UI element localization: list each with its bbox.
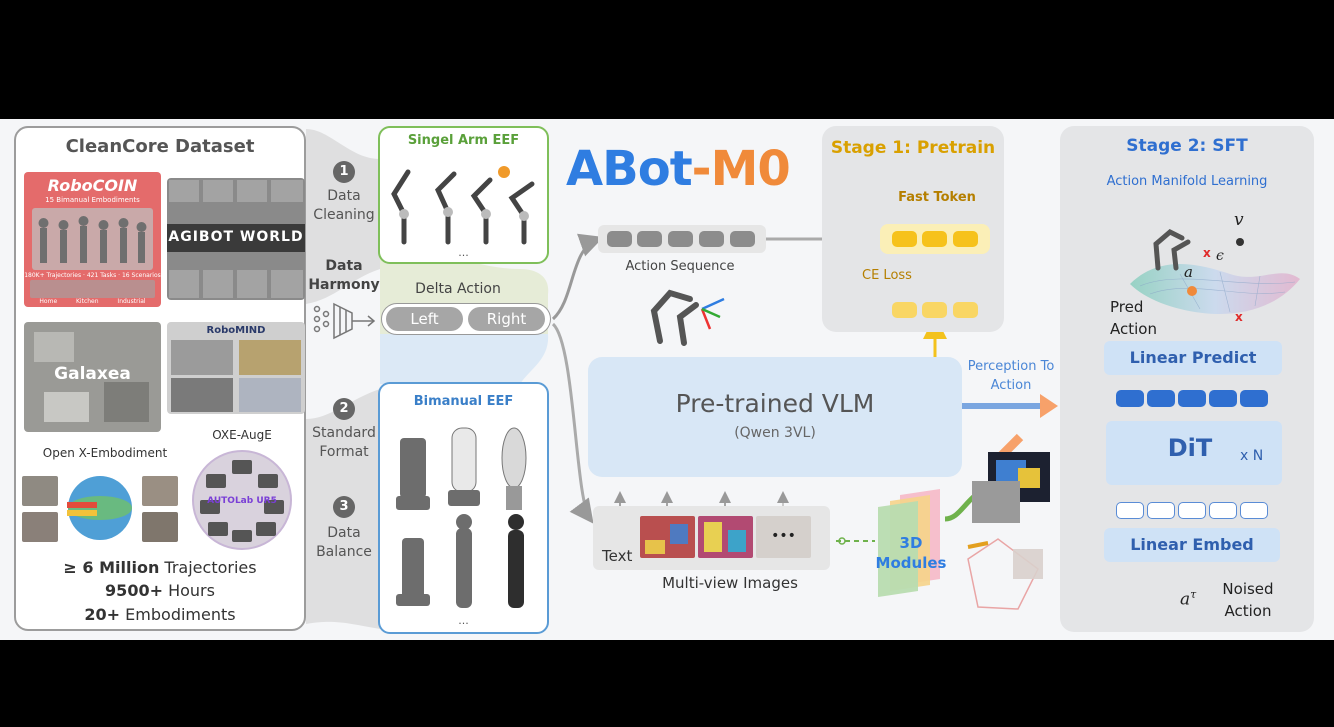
output-token xyxy=(1209,390,1237,407)
x-mark-lower: x xyxy=(1235,310,1243,324)
action-token xyxy=(607,231,632,247)
fast-token xyxy=(892,231,917,247)
pred-action-point xyxy=(1187,286,1197,296)
stage2-subtitle: Action Manifold Learning xyxy=(1060,174,1314,189)
action-token xyxy=(637,231,662,247)
stage2-panel: Stage 2: SFT Action Manifold Learning v … xyxy=(1060,126,1314,632)
action-symbol: a xyxy=(1184,263,1193,281)
noised-action-tau: τ xyxy=(1190,588,1196,601)
linear-predict-label: Linear Predict xyxy=(1104,348,1282,367)
ce-loss-label: CE Loss xyxy=(862,268,912,283)
diagram-canvas: CleanCore Dataset RoboCOIN 15 Bimanual E… xyxy=(0,119,1334,640)
view-image-1 xyxy=(640,516,695,558)
3d-modules-label: 3D Modules xyxy=(874,533,948,573)
predicted-token xyxy=(922,302,947,318)
output-token xyxy=(1240,390,1268,407)
input-token xyxy=(1240,502,1268,519)
gripper-3d-image xyxy=(958,529,1058,619)
view-image-1-scene xyxy=(640,516,695,558)
noised-action-label: Noised Action xyxy=(1210,578,1286,622)
view-image-2-scene xyxy=(698,516,753,558)
output-token xyxy=(1147,390,1175,407)
stage1-title: Stage 1: Pretrain xyxy=(822,138,1004,158)
vlm-title: Pre-trained VLM xyxy=(588,389,962,418)
pointcloud-view-image xyxy=(972,481,1020,523)
multi-view-images-label: Multi-view Images xyxy=(630,574,830,592)
action-token xyxy=(699,231,724,247)
linear-embed-label: Linear Embed xyxy=(1104,535,1280,554)
vlm-subtitle: (Qwen 3VL) xyxy=(588,425,962,441)
stage1-panel: Stage 1: Pretrain Fast Token CE Loss xyxy=(822,126,1004,332)
stage2-title: Stage 2: SFT xyxy=(1060,136,1314,156)
view-image-2 xyxy=(698,516,753,558)
x-mark-upper: x xyxy=(1203,246,1211,260)
epsilon-symbol: ϵ xyxy=(1216,248,1224,264)
target-point xyxy=(1236,238,1244,246)
predicted-token xyxy=(953,302,978,318)
fast-token-label: Fast Token xyxy=(882,190,992,205)
input-token xyxy=(1209,502,1237,519)
input-token xyxy=(1116,502,1144,519)
robot-arm-axes-icon xyxy=(640,277,730,349)
perception-to-action-label: Perception To Action xyxy=(962,357,1060,395)
input-text-label: Text xyxy=(602,547,632,565)
input-token xyxy=(1147,502,1175,519)
action-sequence-label: Action Sequence xyxy=(600,259,760,274)
dit-repeat-label: x N xyxy=(1240,448,1263,464)
noised-action-symbol: aτ xyxy=(1180,588,1196,610)
noised-action-a: a xyxy=(1180,590,1190,610)
velocity-symbol: v xyxy=(1234,210,1244,230)
fast-token xyxy=(922,231,947,247)
input-token xyxy=(1178,502,1206,519)
action-token xyxy=(730,231,755,247)
fast-token xyxy=(953,231,978,247)
view-image-3: ••• xyxy=(756,516,811,558)
pred-action-label: Pred Action xyxy=(1110,296,1170,340)
view-image-3-ellipsis: ••• xyxy=(756,528,811,544)
output-token xyxy=(1178,390,1206,407)
dit-label: DiT xyxy=(1140,434,1240,462)
predicted-token xyxy=(892,302,917,318)
vlm-box: Pre-trained VLM (Qwen 3VL) xyxy=(588,357,962,477)
action-token xyxy=(668,231,693,247)
output-token xyxy=(1116,390,1144,407)
